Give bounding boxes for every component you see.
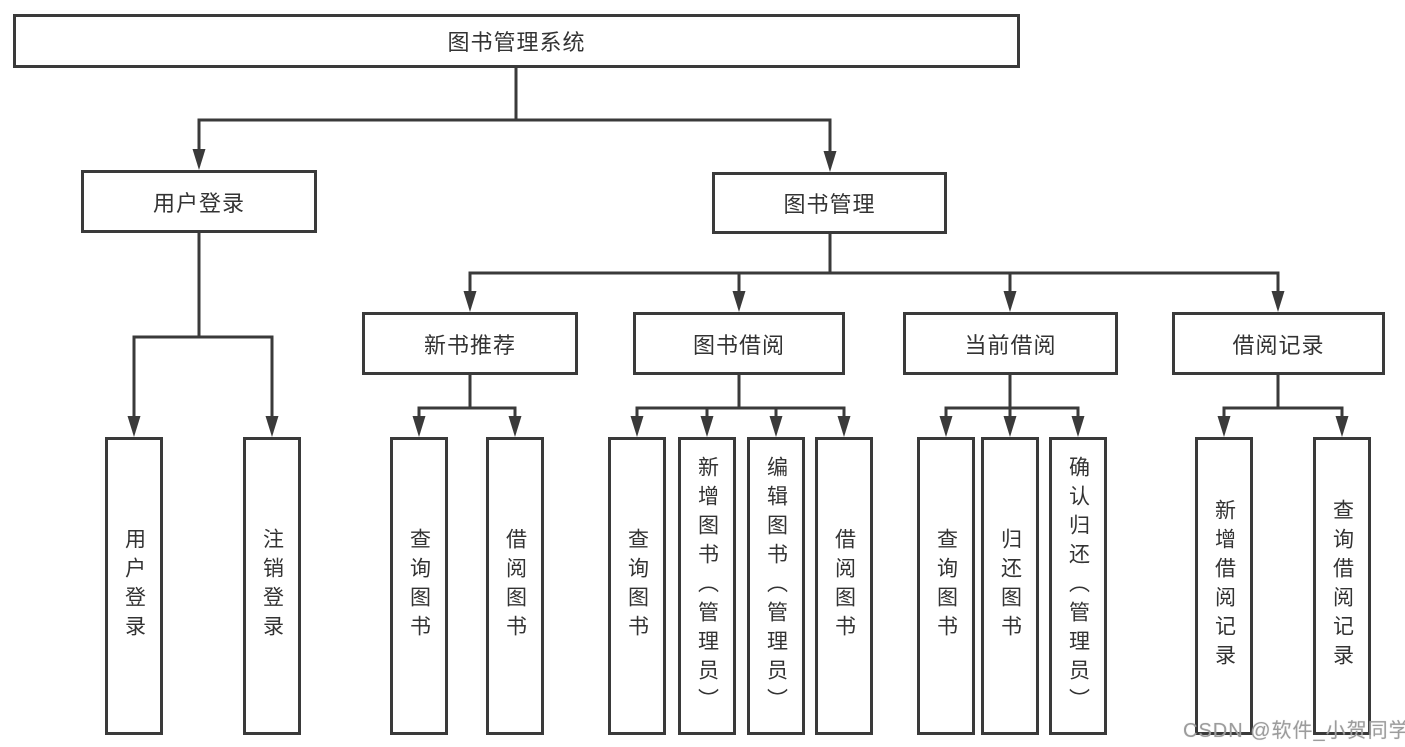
node-new-book-recommend: 新书推荐 bbox=[362, 312, 578, 375]
node-library-system: 图书管理系统 bbox=[13, 14, 1020, 68]
node-book-management: 图书管理 bbox=[712, 172, 947, 234]
node-current-borrow: 当前借阅 bbox=[903, 312, 1118, 375]
leaf-add-borrow-record: 新增借阅记录 bbox=[1195, 437, 1253, 735]
node-book-borrow-label: 图书借阅 bbox=[692, 332, 785, 358]
leaf-add-book-admin: 新增图书（管理员） bbox=[678, 437, 736, 735]
node-new-book-recommend-label: 新书推荐 bbox=[423, 332, 516, 358]
leaf-logout: 注销登录 bbox=[243, 437, 301, 735]
leaf-add-book-admin-label: 新增图书（管理员） bbox=[695, 455, 719, 717]
leaf-borrow-books: 借阅图书 bbox=[815, 437, 873, 735]
leaf-add-borrow-record-label: 新增借阅记录 bbox=[1212, 499, 1236, 673]
leaf-borrow-books-label: 借阅图书 bbox=[832, 528, 856, 644]
leaf-edit-book-admin-label: 编辑图书（管理员） bbox=[764, 455, 788, 717]
node-book-management-label: 图书管理 bbox=[783, 192, 876, 217]
leaf-user-login: 用户登录 bbox=[105, 437, 163, 735]
node-current-borrow-label: 当前借阅 bbox=[964, 332, 1057, 358]
leaf-borrow-books-recommend: 借阅图书 bbox=[486, 437, 544, 735]
leaf-query-borrow-record: 查询借阅记录 bbox=[1313, 437, 1371, 735]
node-borrow-records: 借阅记录 bbox=[1172, 312, 1385, 375]
leaf-confirm-return-admin-label: 确认归还（管理员） bbox=[1066, 455, 1090, 717]
node-user-login-label: 用户登录 bbox=[152, 190, 245, 216]
leaf-query-books-borrow-label: 查询图书 bbox=[625, 528, 649, 644]
leaf-query-books-recommend-label: 查询图书 bbox=[407, 528, 431, 644]
leaf-return-books: 归还图书 bbox=[981, 437, 1039, 735]
leaf-query-books-current-label: 查询图书 bbox=[934, 528, 958, 644]
leaf-query-books-recommend: 查询图书 bbox=[390, 437, 448, 735]
leaf-user-login-label: 用户登录 bbox=[122, 528, 146, 644]
leaf-logout-label: 注销登录 bbox=[260, 528, 284, 644]
leaf-borrow-books-recommend-label: 借阅图书 bbox=[503, 528, 527, 644]
leaf-query-borrow-record-label: 查询借阅记录 bbox=[1330, 499, 1354, 673]
node-library-system-label: 图书管理系统 bbox=[447, 30, 586, 55]
node-borrow-records-label: 借阅记录 bbox=[1232, 332, 1325, 358]
leaf-edit-book-admin: 编辑图书（管理员） bbox=[747, 437, 805, 735]
leaf-confirm-return-admin: 确认归还（管理员） bbox=[1049, 437, 1107, 735]
leaf-query-books-current: 查询图书 bbox=[917, 437, 975, 735]
leaf-query-books-borrow: 查询图书 bbox=[608, 437, 666, 735]
leaf-return-books-label: 归还图书 bbox=[998, 528, 1022, 644]
arrowheads bbox=[127, 149, 1349, 437]
csdn-watermark: CSDN @软件_小贺同学 bbox=[1183, 720, 1405, 742]
node-book-borrow: 图书借阅 bbox=[633, 312, 845, 375]
node-user-login: 用户登录 bbox=[81, 170, 317, 233]
